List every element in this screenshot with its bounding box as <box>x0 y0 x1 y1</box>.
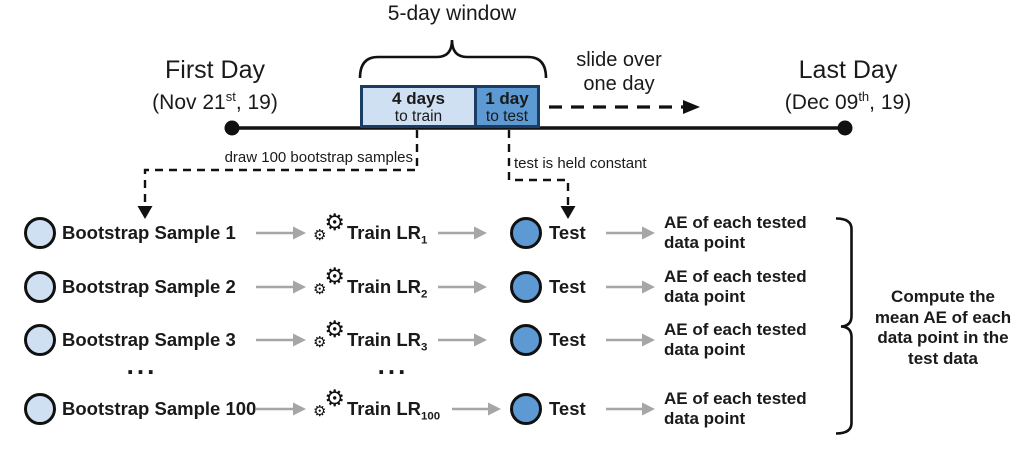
ae-result-label: AE of each tested data point <box>664 267 807 306</box>
aggregate-bracket <box>835 217 853 435</box>
pipeline-row-1: Bootstrap Sample 1 ⚙⚙ Train LR1 Test AE … <box>0 209 1031 254</box>
bootstrap-sample-icon <box>24 393 56 425</box>
test-icon <box>510 324 542 356</box>
window-brace <box>358 39 548 79</box>
last-day-title: Last Day <box>798 56 898 84</box>
test-label: Test <box>549 329 586 350</box>
bootstrap-sample-icon <box>24 271 56 303</box>
test-icon <box>510 271 542 303</box>
gears-icon: ⚙⚙ <box>313 316 345 351</box>
last-day-block: Last Day (Dec 09th, 19) <box>753 56 943 116</box>
gears-icon: ⚙⚙ <box>313 209 345 244</box>
arrow-head <box>642 226 655 240</box>
arrow-head <box>293 333 306 347</box>
arrow-head <box>642 333 655 347</box>
gears-icon: ⚙⚙ <box>313 263 345 298</box>
timeline-start-dot <box>224 120 240 136</box>
test-icon <box>510 217 542 249</box>
arrow-head <box>488 402 501 416</box>
sample-label: Bootstrap Sample 2 <box>62 276 236 297</box>
train-label: Train LR2 <box>347 276 428 301</box>
samples-ellipsis: ... <box>126 350 158 380</box>
draw-connector-arrowhead <box>137 206 153 219</box>
arrow-head <box>293 226 306 240</box>
test-label: Test <box>549 398 586 419</box>
arrow-head <box>642 280 655 294</box>
ae-result-label: AE of each tested data point <box>664 389 807 428</box>
pipeline-row-2: Bootstrap Sample 2 ⚙⚙ Train LR2 Test AE … <box>0 263 1031 308</box>
bootstrap-sample-icon <box>24 217 56 249</box>
window-title: 5-day window <box>387 2 517 25</box>
ae-result-label: AE of each tested data point <box>664 320 807 359</box>
ae-result-label: AE of each tested data point <box>664 213 807 252</box>
gears-icon: ⚙⚙ <box>313 385 345 420</box>
bootstrap-sample-icon <box>24 324 56 356</box>
test-held-constant-note: test is held constant <box>514 155 647 172</box>
test-label: Test <box>549 222 586 243</box>
aggregate-description: Compute the mean AE of each data point i… <box>874 287 1012 368</box>
arrow-head <box>474 333 487 347</box>
sample-label: Bootstrap Sample 1 <box>62 222 236 243</box>
train-label: Train LR1 <box>347 222 428 247</box>
arrow-head <box>474 280 487 294</box>
slide-arrow-head <box>683 100 700 114</box>
last-day-date: (Dec 09th, 19) <box>784 89 912 114</box>
draw-bootstrap-note: draw 100 bootstrap samples <box>224 149 413 166</box>
train-label: Train LR100 <box>347 398 441 423</box>
first-day-block: First Day (Nov 21st, 19) <box>120 56 310 116</box>
pipeline-row-100: Bootstrap Sample 100 ⚙⚙ Train LR100 Test… <box>0 385 1031 430</box>
first-day-date: (Nov 21st, 19) <box>152 89 278 114</box>
arrow-head <box>474 226 487 240</box>
test-window-box: 1 day to test <box>474 85 540 128</box>
pipeline-row-3: Bootstrap Sample 3 ⚙⚙ Train LR3 Test AE … <box>0 316 1031 361</box>
train-window-box: 4 days to train <box>360 85 477 128</box>
first-day-title: First Day <box>165 56 265 84</box>
test-label: Test <box>549 276 586 297</box>
sample-label: Bootstrap Sample 3 <box>62 329 236 350</box>
slide-over-label: slide over one day <box>576 49 662 95</box>
arrow-head <box>642 402 655 416</box>
timeline-end-dot <box>837 120 853 136</box>
test-icon <box>510 393 542 425</box>
arrow-head <box>293 402 306 416</box>
sample-label: Bootstrap Sample 100 <box>62 398 257 419</box>
train-label: Train LR3 <box>347 329 428 354</box>
held-connector-arrowhead <box>560 206 576 219</box>
train-ellipsis: ... <box>377 350 409 380</box>
draw-connector <box>143 130 419 206</box>
arrow-head <box>293 280 306 294</box>
